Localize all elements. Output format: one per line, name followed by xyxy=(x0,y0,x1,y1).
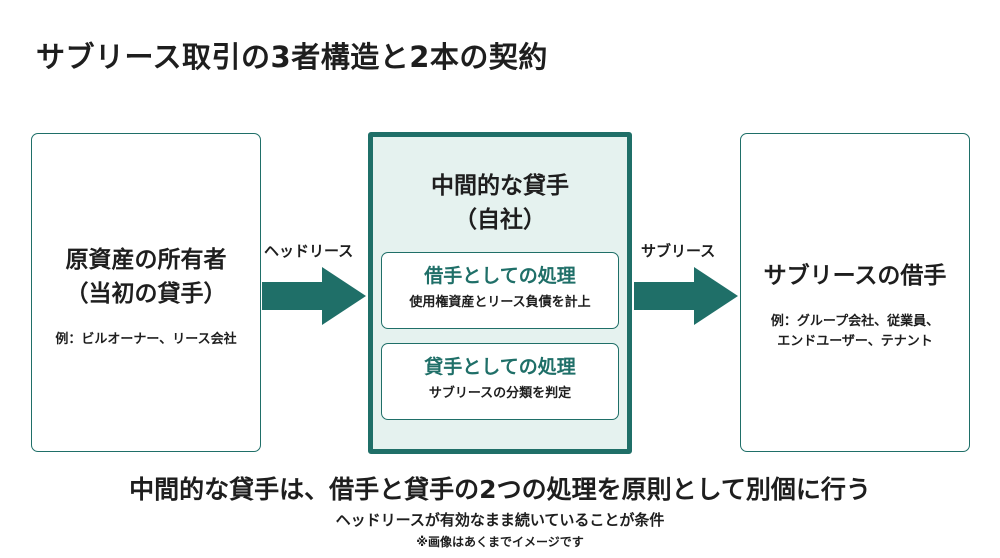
sublease-arrow-icon xyxy=(634,267,738,325)
sublessee-example-line2: エンドユーザー、テナント xyxy=(777,334,933,349)
head-lease-arrow-icon xyxy=(262,267,366,325)
lessor-treatment-heading: 貸手としての処理 xyxy=(424,356,576,378)
lessor-treatment-detail: サブリースの分類を判定 xyxy=(428,386,572,401)
lessor-treatment-box: 貸手としての処理 サブリースの分類を判定 xyxy=(381,343,619,420)
intermediate-title-line1: 中間的な貸手 xyxy=(431,173,569,199)
head-lessor-name-line1: 原資産の所有者 xyxy=(65,247,227,273)
lessee-treatment-box: 借手としての処理 使用権資産とリース負債を計上 xyxy=(381,252,619,329)
sublessee-box: サブリースの借手 例：グループ会社、従業員、 エンドユーザー、テナント xyxy=(740,133,970,452)
lessee-treatment-detail: 使用権資産とリース負債を計上 xyxy=(409,295,591,310)
head-lessor-example: 例：ビルオーナー、リース会社 xyxy=(55,332,237,347)
sublease-label: サブリース xyxy=(641,242,716,260)
sublessee-name: サブリースの借手 xyxy=(763,263,947,289)
intermediate-lessor-box: 中間的な貸手 （自社） 借手としての処理 使用権資産とリース負債を計上 貸手とし… xyxy=(368,132,632,454)
diagram-title: サブリース取引の3者構造と2本の契約 xyxy=(36,40,548,74)
intermediate-title-line2: （自社） xyxy=(454,207,546,233)
lessee-treatment-heading: 借手としての処理 xyxy=(424,265,576,287)
head-lessor-name-line2: （当初の貸手） xyxy=(65,281,227,307)
footer-sub-text: ヘッドリースが有効なまま続いていることが条件 xyxy=(335,511,665,529)
footer-note: ※画像はあくまでイメージです xyxy=(416,535,584,549)
sublessee-example-line1: 例：グループ会社、従業員、 xyxy=(770,314,940,329)
head-lessor-box: 原資産の所有者 （当初の貸手） 例：ビルオーナー、リース会社 xyxy=(31,133,261,452)
footer-main-text: 中間的な貸手は、借手と貸手の2つの処理を原則として別個に行う xyxy=(129,475,871,504)
head-lease-label: ヘッドリース xyxy=(264,242,354,260)
